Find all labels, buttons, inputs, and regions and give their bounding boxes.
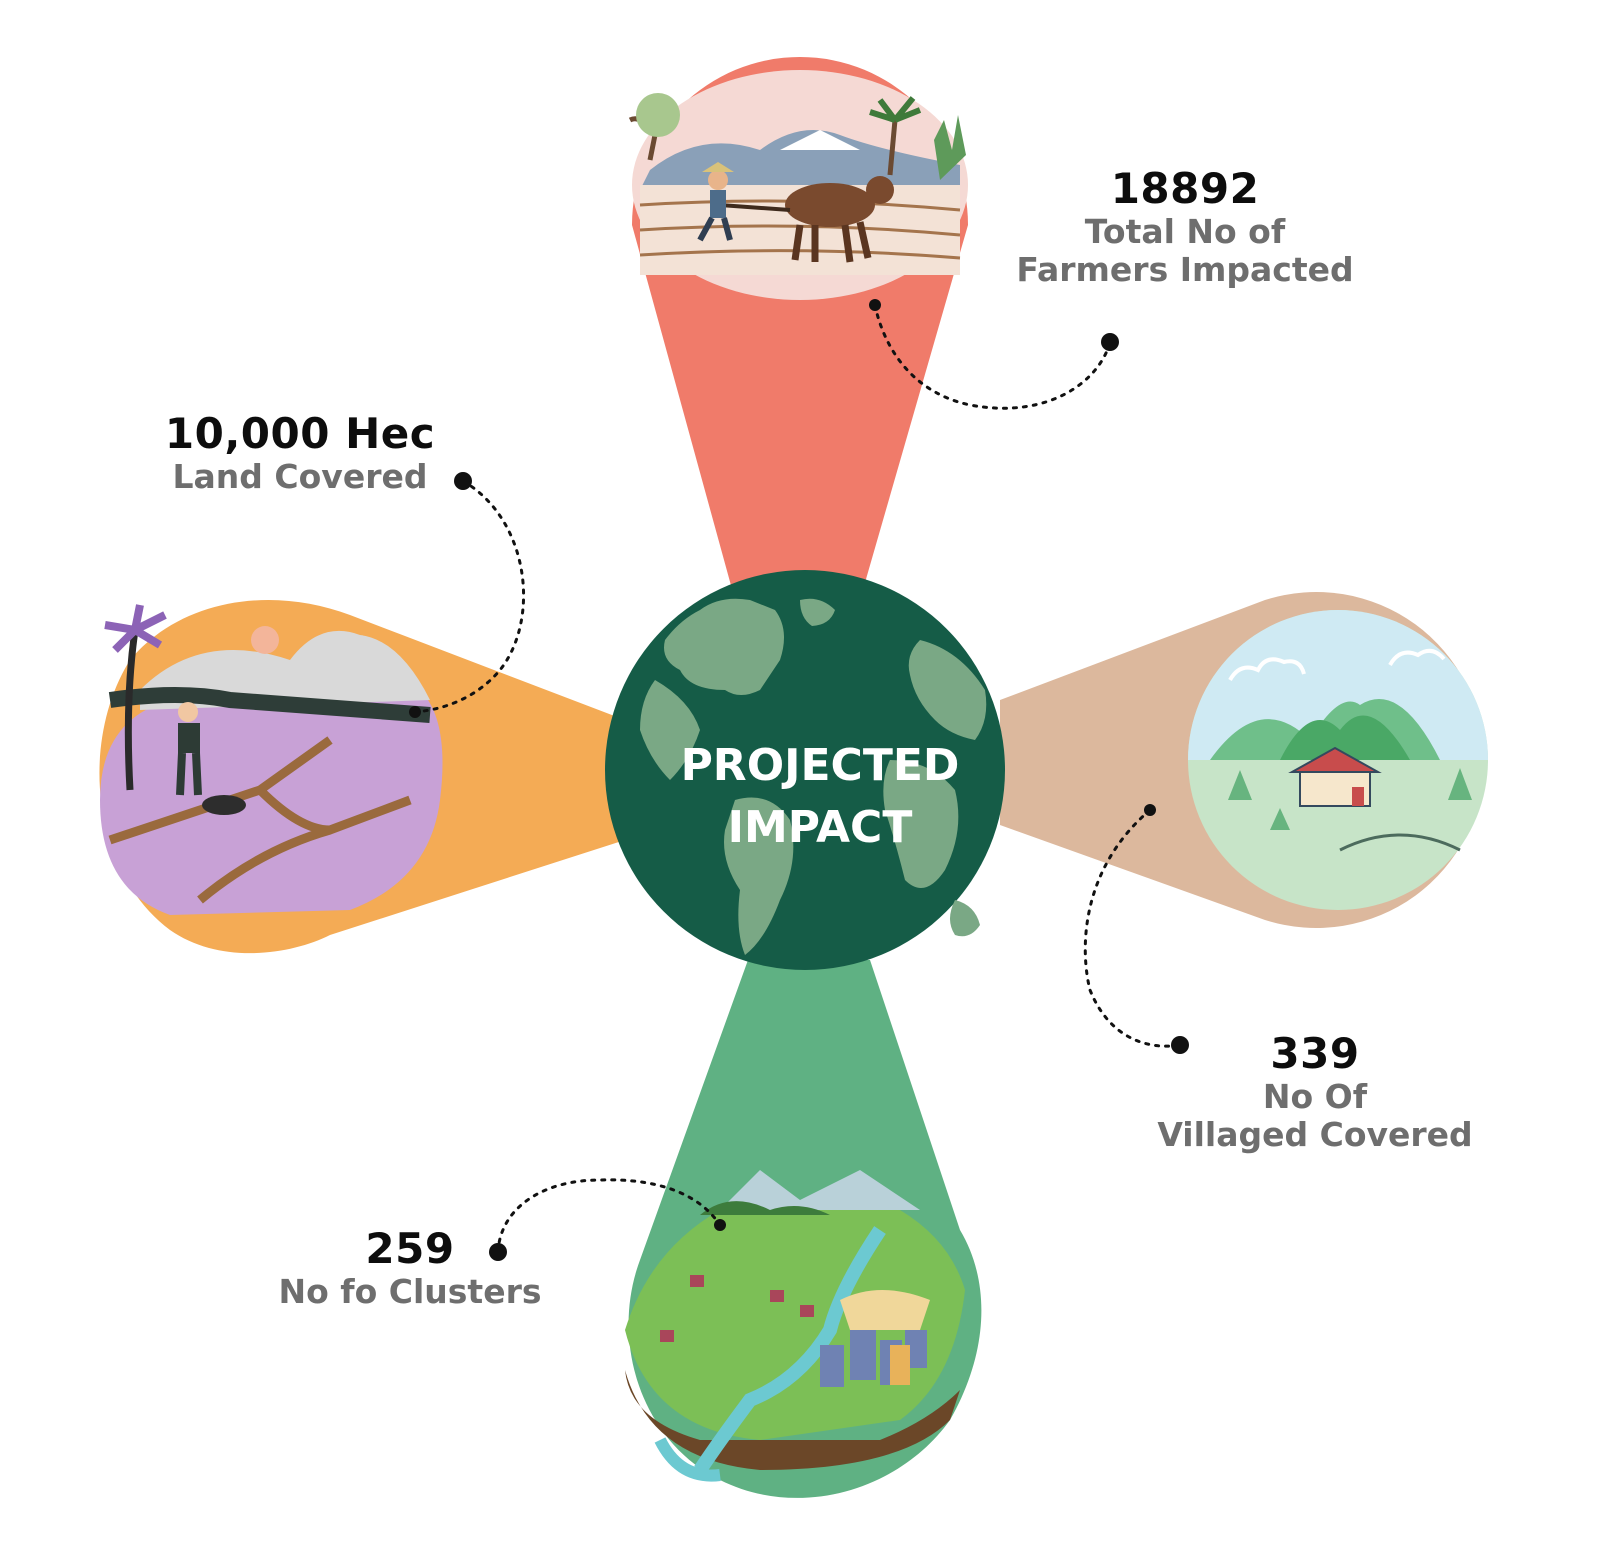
farmer-plowing-illustration [628,70,968,300]
stat-farmers-value: 18892 [1110,164,1260,213]
purple-field-illustration [100,604,443,915]
stat-land-value: 10,000 Hec [164,409,436,458]
stat-land: 10,000 Hec Land Covered [150,409,450,497]
stat-farmers: 18892 Total No of Farmers Impacted [1000,164,1370,290]
globe-icon [605,570,1005,970]
center-title: PROJECTED IMPACT [610,735,1030,859]
green-landscape-illustration [625,1170,965,1482]
center-title-line: IMPACT [727,802,913,853]
stat-clusters-value: 259 [365,1224,455,1273]
stat-farmers-label-1: Total No of [1084,212,1286,252]
stat-land-label-1: Land Covered [172,457,428,497]
connector-land [409,472,526,718]
stat-villages-value: 339 [1270,1029,1360,1078]
center-title-line: PROJECTED [680,740,960,791]
village-house-illustration [1188,610,1488,910]
stat-villages-label-1: No Of [1262,1077,1368,1117]
stat-villages: 339 No Of Villaged Covered [1130,1029,1500,1155]
stat-clusters-label-1: No fo Clusters [278,1272,542,1312]
stat-clusters: 259 No fo Clusters [260,1224,560,1312]
connector-farmers [869,299,1119,410]
stat-villages-label-2: Villaged Covered [1157,1115,1473,1155]
stat-farmers-label-2: Farmers Impacted [1016,250,1354,290]
connector-villages [1083,804,1189,1054]
connector-clusters [489,1178,726,1261]
